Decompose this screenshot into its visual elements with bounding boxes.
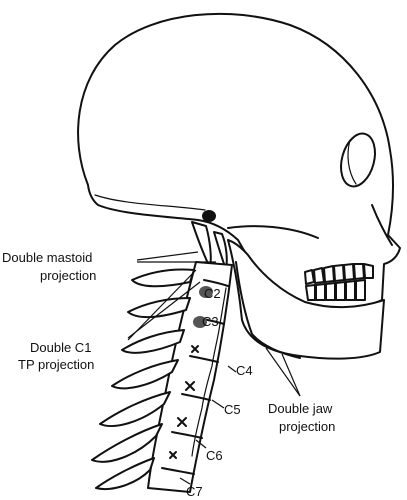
teeth xyxy=(304,263,374,301)
label-double-mastoid-line1: Double mastoid xyxy=(2,250,92,265)
label-double-jaw-line2: projection xyxy=(279,419,335,434)
mandible-outline xyxy=(227,239,385,360)
label-double-c1-line2: TP projection xyxy=(18,357,94,372)
label-c4: C4 xyxy=(236,363,253,378)
occipital-contour xyxy=(94,194,206,211)
nasal-aperture xyxy=(371,204,393,246)
label-c2: C2 xyxy=(204,286,221,301)
leader-lines xyxy=(127,251,301,397)
anterior-spine-edge xyxy=(191,287,227,457)
facet-marks xyxy=(169,286,213,459)
label-c6: C6 xyxy=(206,448,223,463)
label-c3: C3 xyxy=(202,314,219,329)
orbit xyxy=(340,132,376,188)
orbit-shade xyxy=(347,139,357,185)
label-double-mastoid-line2: projection xyxy=(40,268,96,283)
double-jaw-contour xyxy=(235,261,301,359)
ear-canal xyxy=(202,210,216,222)
mastoid-process xyxy=(191,221,212,269)
cranium-outline xyxy=(77,12,401,311)
label-c5: C5 xyxy=(224,402,241,417)
zygomatic-arch xyxy=(227,225,319,239)
label-double-jaw-line1: Double jaw xyxy=(268,401,333,416)
label-double-c1-line1: Double C1 xyxy=(30,340,91,355)
label-c7: C7 xyxy=(186,484,203,499)
